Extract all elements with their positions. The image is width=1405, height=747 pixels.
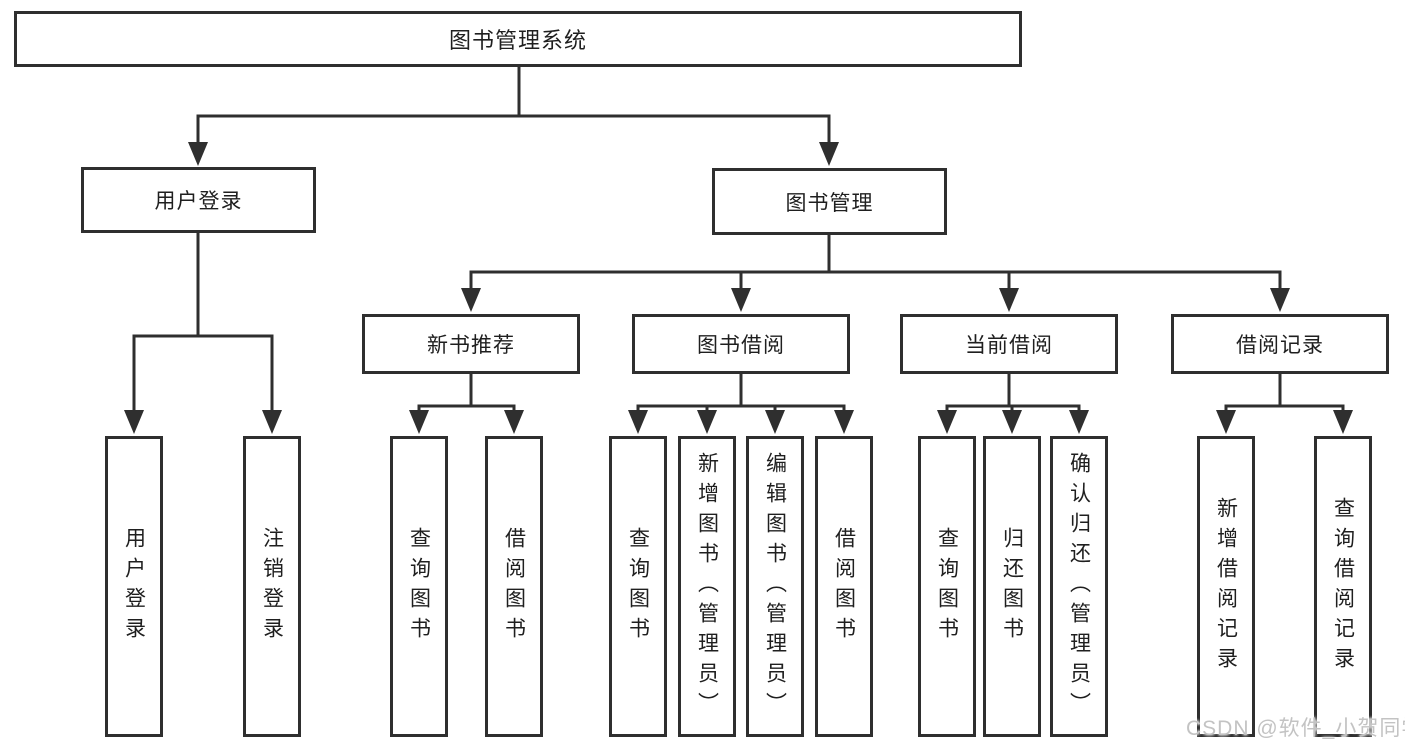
leaf-borrow-query-book: 查询图书 (609, 436, 667, 737)
arrowhead (461, 288, 481, 312)
leaf-recommend-borrow-book: 借阅图书 (485, 436, 543, 737)
leaf-current-confirm-return-admin: 确认归还（管理员） (1050, 436, 1108, 737)
arrowhead (1069, 410, 1089, 434)
arrowhead (1333, 410, 1353, 434)
arrowhead (1002, 410, 1022, 434)
arrowhead (765, 410, 785, 434)
leaf-logout-login: 注销登录 (243, 436, 301, 737)
leaf-user-login: 用户登录 (105, 436, 163, 737)
csdn-watermark: CSDN @软件_小贺同学 (1186, 717, 1405, 740)
node-new-book-recommend: 新书推荐 (362, 314, 580, 374)
arrowhead (628, 410, 648, 434)
connector-records-children (1224, 372, 1345, 414)
leaf-borrow-edit-book-admin: 编辑图书（管理员） (746, 436, 804, 737)
arrowhead (834, 410, 854, 434)
leaf-record-query: 查询借阅记录 (1314, 436, 1372, 737)
node-book-manage: 图书管理 (712, 168, 947, 235)
connector-borrow-children (636, 372, 846, 414)
arrowhead (937, 410, 957, 434)
arrowhead (731, 288, 751, 312)
leaf-record-add: 新增借阅记录 (1197, 436, 1255, 737)
leaf-borrow-add-book-admin: 新增图书（管理员） (678, 436, 736, 737)
arrowhead (1216, 410, 1236, 434)
node-borrow-records: 借阅记录 (1171, 314, 1389, 374)
arrowhead (409, 410, 429, 434)
arrowhead (188, 142, 208, 166)
arrowhead (697, 410, 717, 434)
connector-user-login-children (132, 231, 274, 414)
connector-root-to-level2 (196, 65, 831, 146)
leaf-recommend-query-book: 查询图书 (390, 436, 448, 737)
arrowhead (262, 410, 282, 434)
node-user-login: 用户登录 (81, 167, 316, 233)
arrowhead (999, 288, 1019, 312)
arrowhead (504, 410, 524, 434)
leaf-current-return-book: 归还图书 (983, 436, 1041, 737)
arrowhead (124, 410, 144, 434)
connector-recommend-children (417, 372, 516, 414)
connector-book-manage-children (469, 233, 1282, 292)
node-book-borrow: 图书借阅 (632, 314, 850, 374)
connector-current-children (945, 372, 1081, 414)
node-library-system: 图书管理系统 (14, 11, 1022, 67)
leaf-current-query-book: 查询图书 (918, 436, 976, 737)
leaf-borrow-borrow-book: 借阅图书 (815, 436, 873, 737)
arrowhead (819, 142, 839, 166)
node-current-borrow: 当前借阅 (900, 314, 1118, 374)
arrowhead (1270, 288, 1290, 312)
